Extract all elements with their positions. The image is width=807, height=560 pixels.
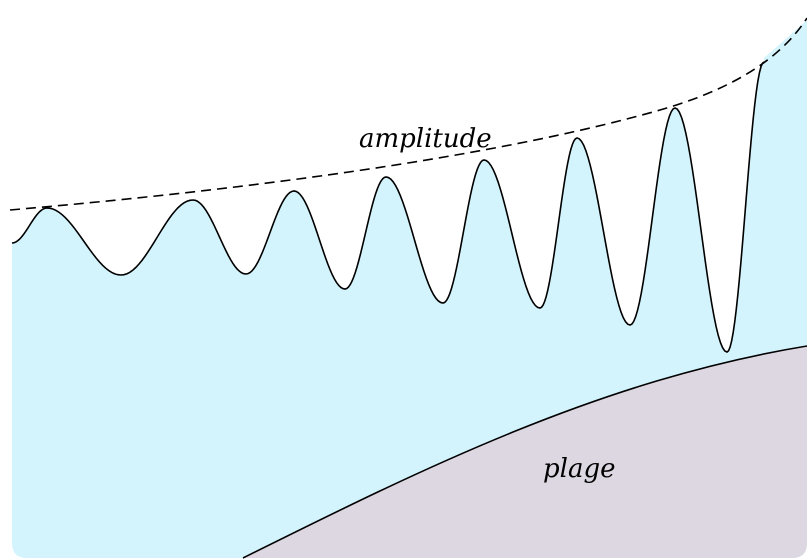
plage-label: plage — [543, 454, 616, 484]
wave-curve — [11, 61, 765, 353]
amplitude-envelope-dashed — [9, 17, 807, 211]
beach-slope-line — [242, 345, 807, 559]
amplitude-label: amplitude — [359, 124, 492, 154]
beach-region — [243, 346, 807, 558]
